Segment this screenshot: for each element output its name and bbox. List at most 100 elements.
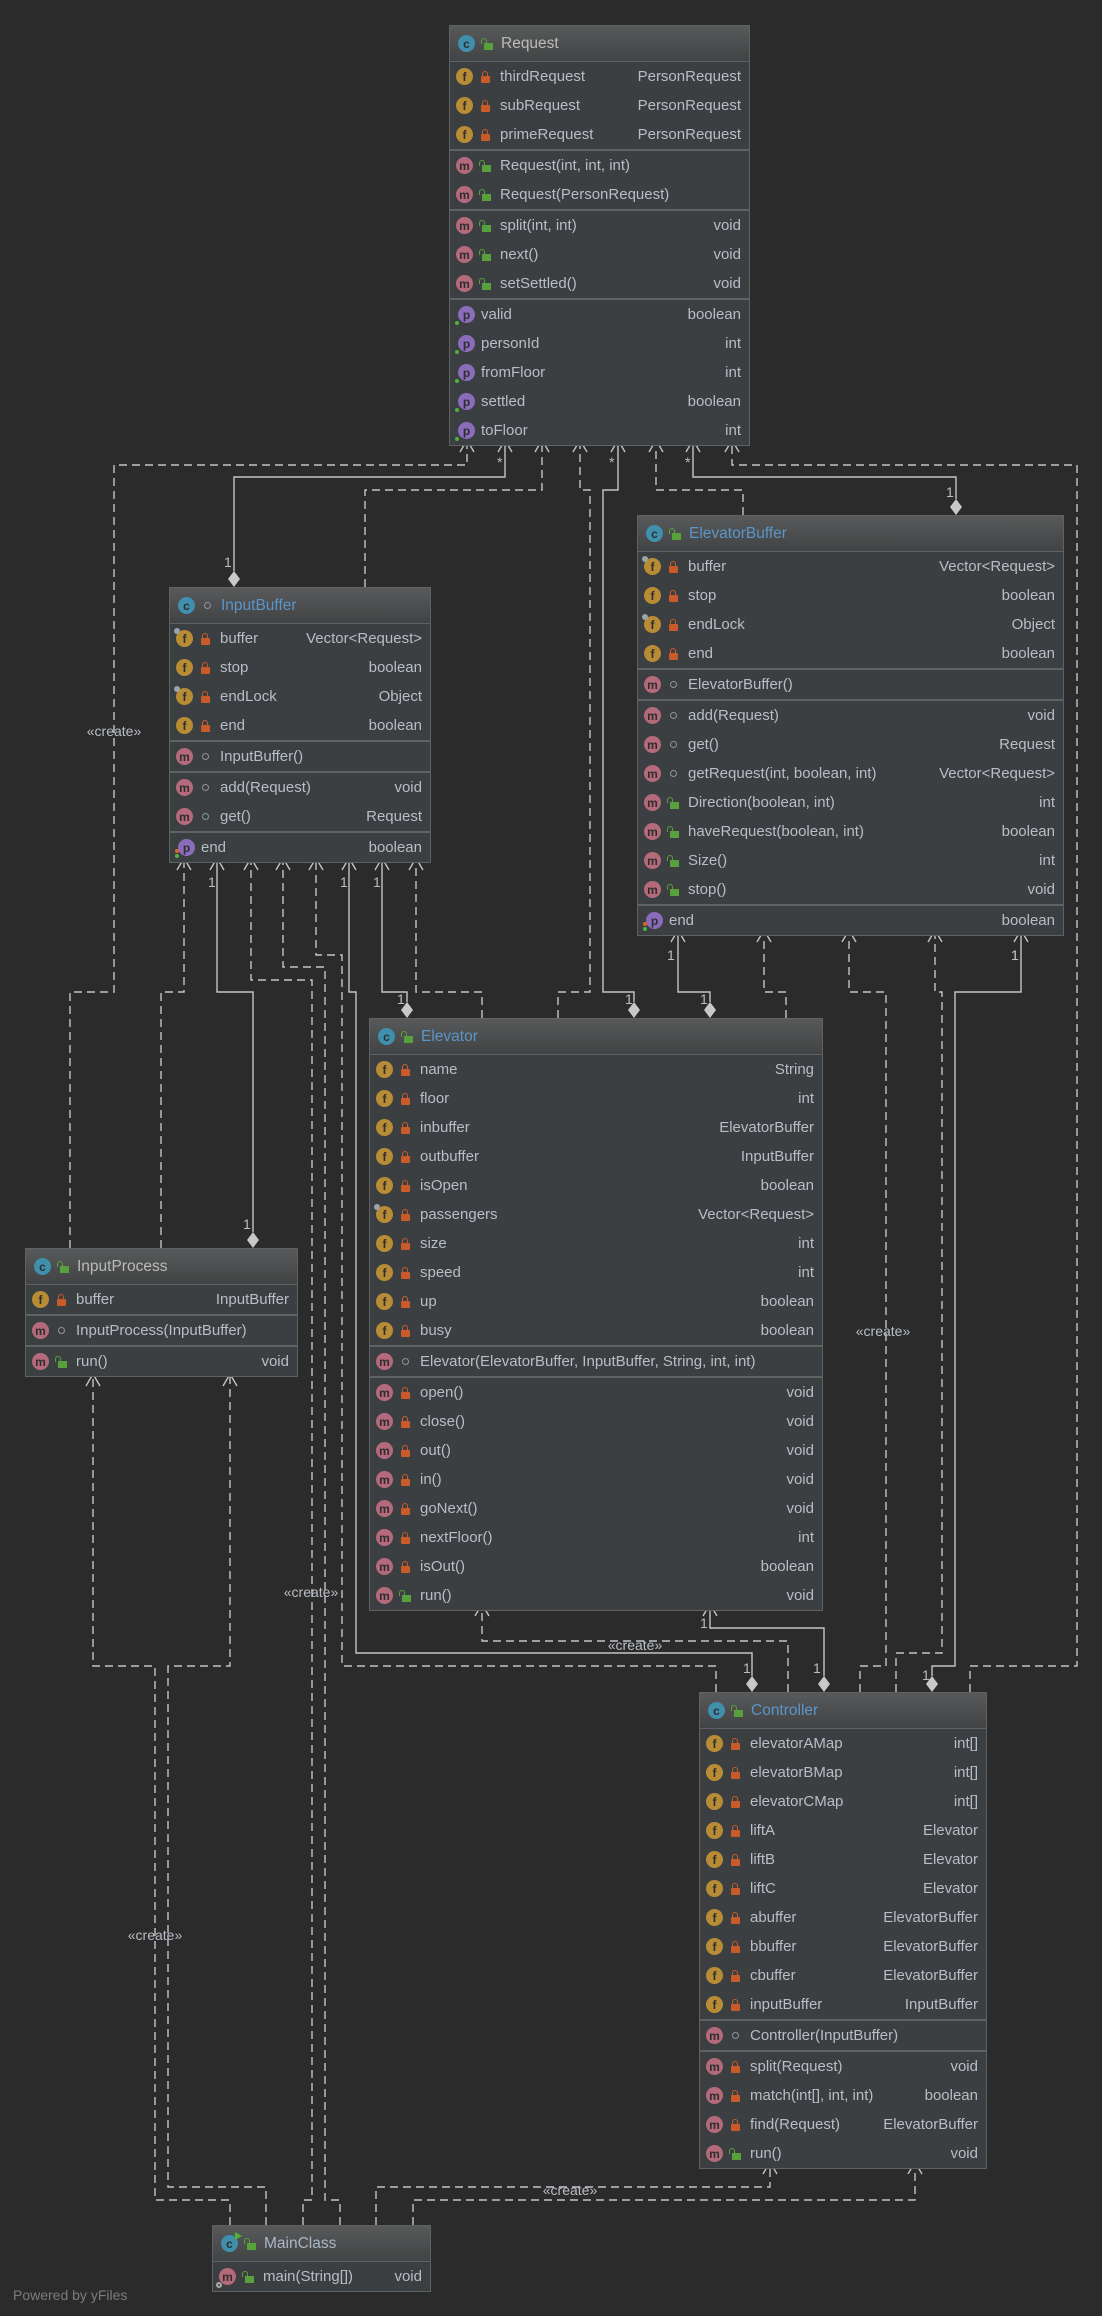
create-label: «create» [856, 1323, 911, 1339]
private-lock-icon [667, 589, 679, 602]
multiplicity-label: 1 [224, 554, 232, 570]
multiplicity-label: 1 [700, 991, 708, 1007]
private-lock-icon [729, 1795, 741, 1808]
public-unlock-icon [479, 159, 491, 172]
private-lock-icon [729, 1940, 741, 1953]
public-unlock-icon [399, 1589, 411, 1602]
field-icon: f [642, 614, 661, 633]
multiplicity-label: 1 [667, 947, 675, 963]
member-name: thirdRequest [500, 68, 586, 85]
dependency-edge [375, 2161, 771, 2225]
dependency-edge [655, 439, 744, 515]
member-name: personId [481, 335, 540, 352]
